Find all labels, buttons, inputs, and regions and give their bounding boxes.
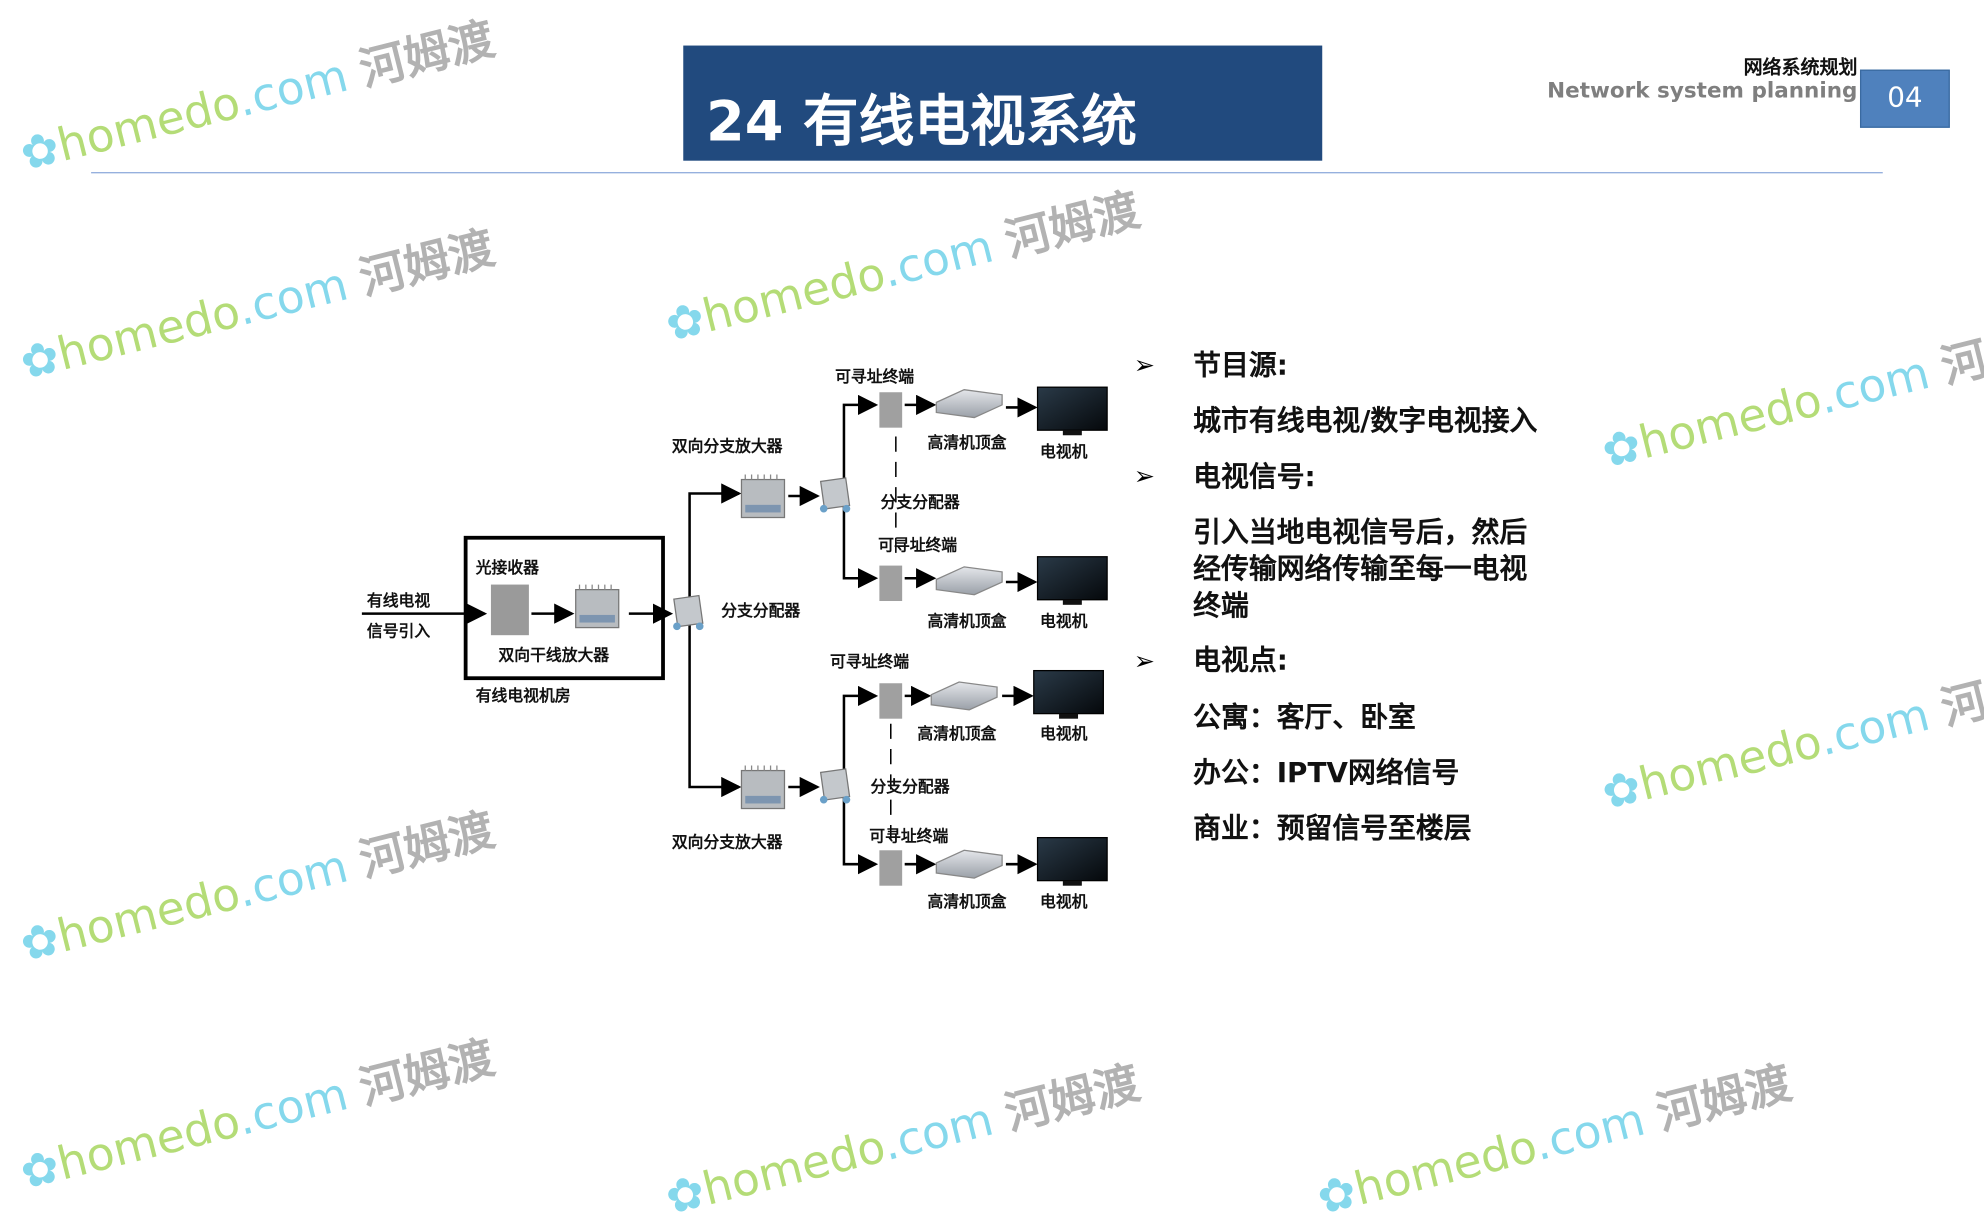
terminal-label: 可寻址终端 — [835, 367, 914, 386]
arrow-bullet-icon: ➢ — [1133, 349, 1155, 380]
section-title-cn: 网络系统规划 — [1743, 55, 1858, 79]
stb-label: 高清机顶盒 — [927, 892, 1006, 911]
machine-room-label: 有线电视机房 — [476, 686, 571, 705]
arrow-bullet-icon: ➢ — [1133, 645, 1155, 676]
optical-receiver-icon — [490, 584, 529, 636]
splitter-icon — [672, 594, 705, 631]
tv-icon — [1036, 836, 1108, 887]
optical-receiver-label: 光接收器 — [475, 558, 539, 577]
bullet-text: 经传输网络传输至每一电视 — [1193, 554, 1528, 586]
bullet-heading: 电视点: — [1193, 645, 1288, 677]
bullet-text: 城市有线电视/数字电视接入 — [1193, 406, 1538, 438]
bullet-heading: 节目源: — [1193, 350, 1288, 383]
set-top-box-icon — [935, 389, 1003, 419]
branch-amp-label: 双向分支放大器 — [672, 437, 783, 456]
terminal-icon — [879, 850, 903, 886]
tv-icon — [1036, 386, 1108, 436]
terminal-label: 可寻址终端 — [830, 652, 909, 671]
bullet-text: 商业：预留信号至楼层 — [1193, 813, 1472, 846]
set-top-box-icon — [930, 681, 998, 711]
terminal-icon — [879, 683, 903, 719]
branch-amplifier-icon — [740, 473, 786, 519]
page-title: 24 有线电视系统 — [706, 89, 1137, 155]
bullet-text: 引入当地电视信号后，然后 — [1193, 517, 1528, 550]
main-splitter-label: 分支分配器 — [721, 601, 800, 620]
set-top-box-icon — [935, 849, 1003, 879]
trunk-amplifier-icon — [575, 583, 620, 629]
branch-amplifier-icon — [740, 764, 786, 810]
section-title-en: Network system planning — [1547, 78, 1858, 104]
stb-label: 高清机顶盒 — [927, 611, 1006, 630]
bullet-text: 办公：IPTV网络信号 — [1193, 757, 1460, 790]
splitter-icon — [819, 477, 851, 514]
bullet-heading: 电视信号: — [1193, 461, 1316, 494]
stb-label: 高清机顶盒 — [917, 724, 996, 743]
input-label: 信号引入 — [367, 621, 430, 640]
arrow-bullet-icon: ➢ — [1133, 460, 1155, 491]
trunk-amplifier-label: 双向干线放大器 — [499, 645, 610, 664]
tv-label: 电视机 — [1040, 442, 1088, 461]
terminal-icon — [879, 565, 903, 602]
splitter-label: 分支分配器 — [881, 492, 960, 511]
input-label: 有线电视 — [367, 591, 430, 610]
branch-amp-label: 双向分支放大器 — [672, 833, 783, 852]
bullet-text: 终端 — [1193, 590, 1249, 623]
tv-label: 电视机 — [1040, 611, 1088, 630]
terminal-label: 可寻址终端 — [869, 826, 948, 845]
bullet-text: 公寓：客厅、卧室 — [1193, 702, 1416, 734]
tv-icon — [1033, 669, 1104, 720]
set-top-box-icon — [935, 566, 1003, 596]
tv-label: 电视机 — [1040, 724, 1088, 743]
splitter-icon — [819, 768, 851, 805]
tv-label: 电视机 — [1040, 892, 1088, 911]
splitter-label: 分支分配器 — [871, 777, 950, 796]
stb-label: 高清机顶盒 — [927, 433, 1006, 452]
page-number-badge: 04 — [1859, 69, 1950, 128]
tv-icon — [1036, 556, 1108, 606]
terminal-label: 可寻址终端 — [878, 535, 957, 554]
terminal-icon — [879, 392, 903, 428]
title-banner — [683, 45, 1323, 161]
header-divider — [91, 172, 1883, 174]
